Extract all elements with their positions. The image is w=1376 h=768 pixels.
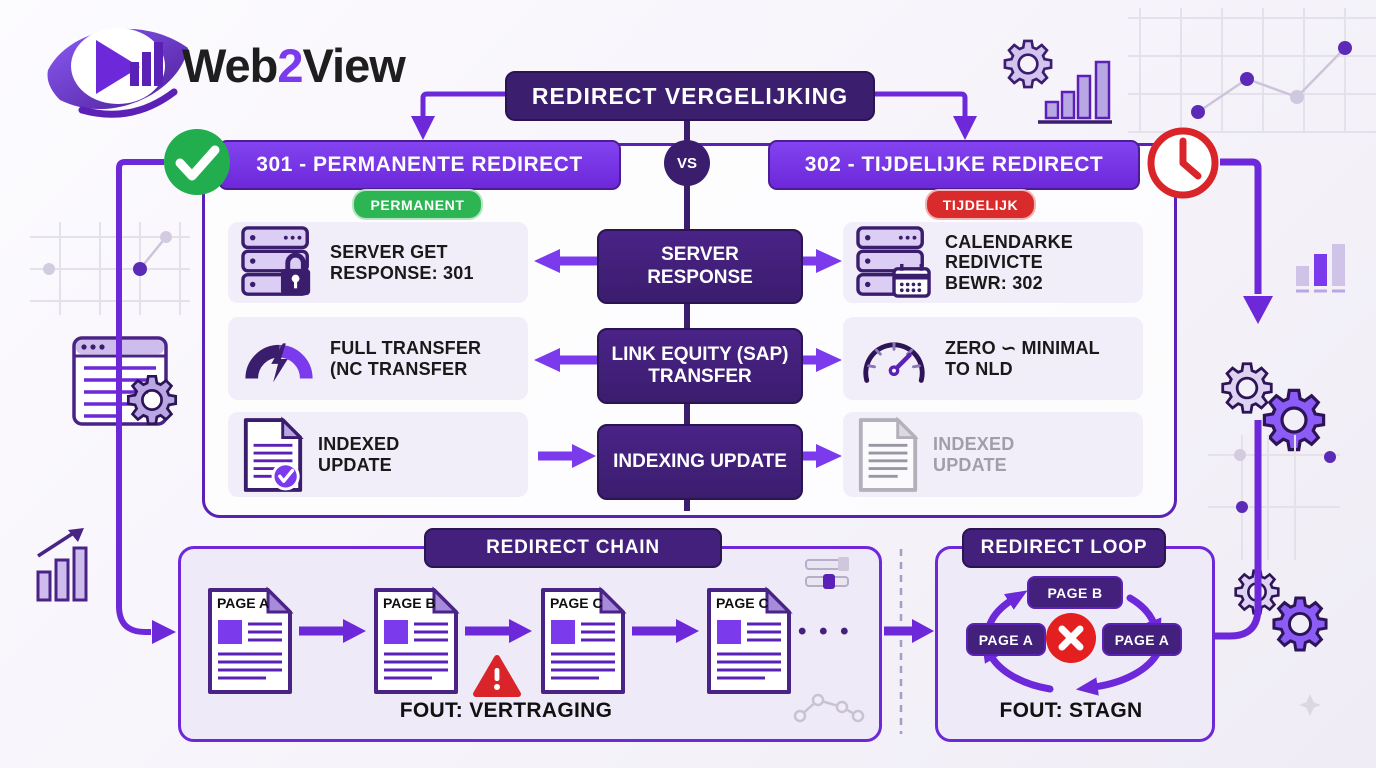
clock-icon xyxy=(1147,127,1219,199)
logo-part-view: View xyxy=(302,39,406,92)
card-server-response-302: CALENDARKE REDIVICTE BEWR: 302 xyxy=(843,222,1143,303)
growth-chart-icon xyxy=(36,528,88,602)
line-chart-decoration-top-right xyxy=(1191,41,1352,119)
card-label: ZERO ∽ MINIMAL TO NLD xyxy=(945,337,1100,379)
page-label: PAGE B xyxy=(383,595,436,611)
page-title: REDIRECT VERGELIJKING xyxy=(531,82,849,109)
page-icon xyxy=(707,586,793,694)
logo-wordmark: Web2View xyxy=(182,38,406,93)
loop-node-page-b: PAGE B xyxy=(1027,576,1123,609)
loop-error-text: FOUT: STAGN xyxy=(999,699,1143,722)
card-server-response-301: SERVER GET RESPONSE: 301 xyxy=(228,222,528,303)
check-circle-icon xyxy=(164,129,230,195)
bar-chart-icon-right xyxy=(1296,244,1345,293)
title-banner: REDIRECT VERGELIJKING xyxy=(505,71,875,121)
page-label: PAGE C xyxy=(716,595,769,611)
gears-icon-right-upper xyxy=(1221,362,1326,452)
card-zero-minimal: ZERO ∽ MINIMAL TO NLD xyxy=(843,317,1143,400)
error-x-icon xyxy=(1046,613,1096,663)
left-flow-connector xyxy=(116,159,176,644)
tijdelijk-badge: TIJDELIJK xyxy=(925,189,1036,220)
page-doc-c2: PAGE C xyxy=(705,586,793,696)
banner-connector-left xyxy=(411,91,506,140)
logo-part-2: 2 xyxy=(277,39,303,92)
web2view-logo-icon xyxy=(47,28,188,118)
gears-icon-right-lower xyxy=(1234,569,1328,652)
sparkle-decoration xyxy=(1299,694,1321,716)
card-label: FULL TRANSFER (NC TRANSFER xyxy=(330,337,482,379)
center-indexing-update: INDEXING UPDATE xyxy=(597,424,803,500)
center-link-equity: LINK EQUITY (SAP) TRANSFER xyxy=(597,328,803,404)
card-full-transfer: FULL TRANSFER (NC TRANSFER xyxy=(228,317,528,400)
page-icon xyxy=(374,586,460,694)
gear-icon xyxy=(1003,39,1053,89)
server-lock-icon xyxy=(241,225,311,296)
page-icon xyxy=(208,586,294,694)
header-301: 301 - PERMANENTE REDIRECT xyxy=(218,140,621,190)
card-indexed-update-301: INDEXED UPDATE xyxy=(228,412,528,497)
page-label: PAGE C xyxy=(550,595,603,611)
right-flow-connector xyxy=(1211,158,1273,640)
card-label: INDEXED UPDATE xyxy=(318,433,400,475)
document-gray-icon xyxy=(858,416,919,492)
gauge-bolt-icon xyxy=(245,342,313,382)
page-icon xyxy=(541,586,627,694)
vs-badge: VS xyxy=(664,140,710,186)
warning-icon xyxy=(473,655,521,697)
center-server-response: SERVER RESPONSE xyxy=(597,229,803,304)
page-doc-c1: PAGE C xyxy=(539,586,627,696)
logo-part-web: Web xyxy=(182,39,278,92)
server-calendar-icon xyxy=(856,225,931,298)
loop-entry-arrow xyxy=(884,619,934,643)
gear-icon-left xyxy=(126,374,178,426)
browser-window-icon xyxy=(72,336,168,426)
speedometer-icon xyxy=(863,341,925,383)
page-label: PAGE A xyxy=(217,595,270,611)
card-indexed-update-302: INDEXED UPDATE xyxy=(843,412,1143,497)
card-label: SERVER GET RESPONSE: 301 xyxy=(330,241,474,283)
page-doc-a: PAGE A xyxy=(206,586,294,696)
banner-connector-right xyxy=(870,91,977,140)
ellipsis-dots: • • • xyxy=(798,618,852,645)
redirect-loop-title: REDIRECT LOOP xyxy=(962,528,1166,568)
card-label: INDEXED UPDATE xyxy=(933,433,1015,475)
grid-pattern-top-right xyxy=(1128,8,1376,133)
header-302: 302 - TIJDELIJKE REDIRECT xyxy=(768,140,1140,190)
grid-pattern-right xyxy=(1208,435,1340,560)
document-check-icon xyxy=(243,416,304,492)
permanent-badge: PERMANENT xyxy=(352,189,483,220)
bar-chart-icon-top-right xyxy=(1038,60,1112,124)
card-label: CALENDARKE REDIVICTE BEWR: 302 xyxy=(945,231,1073,293)
grid-pattern-left xyxy=(30,222,190,315)
page-doc-b: PAGE B xyxy=(372,586,460,696)
redirect-chain-title: REDIRECT CHAIN xyxy=(424,528,722,568)
chain-error-text: FOUT: VERTRAGING xyxy=(399,699,613,722)
loop-node-page-a-left: PAGE A xyxy=(966,623,1046,656)
loop-node-page-a-right: PAGE A xyxy=(1102,623,1182,656)
